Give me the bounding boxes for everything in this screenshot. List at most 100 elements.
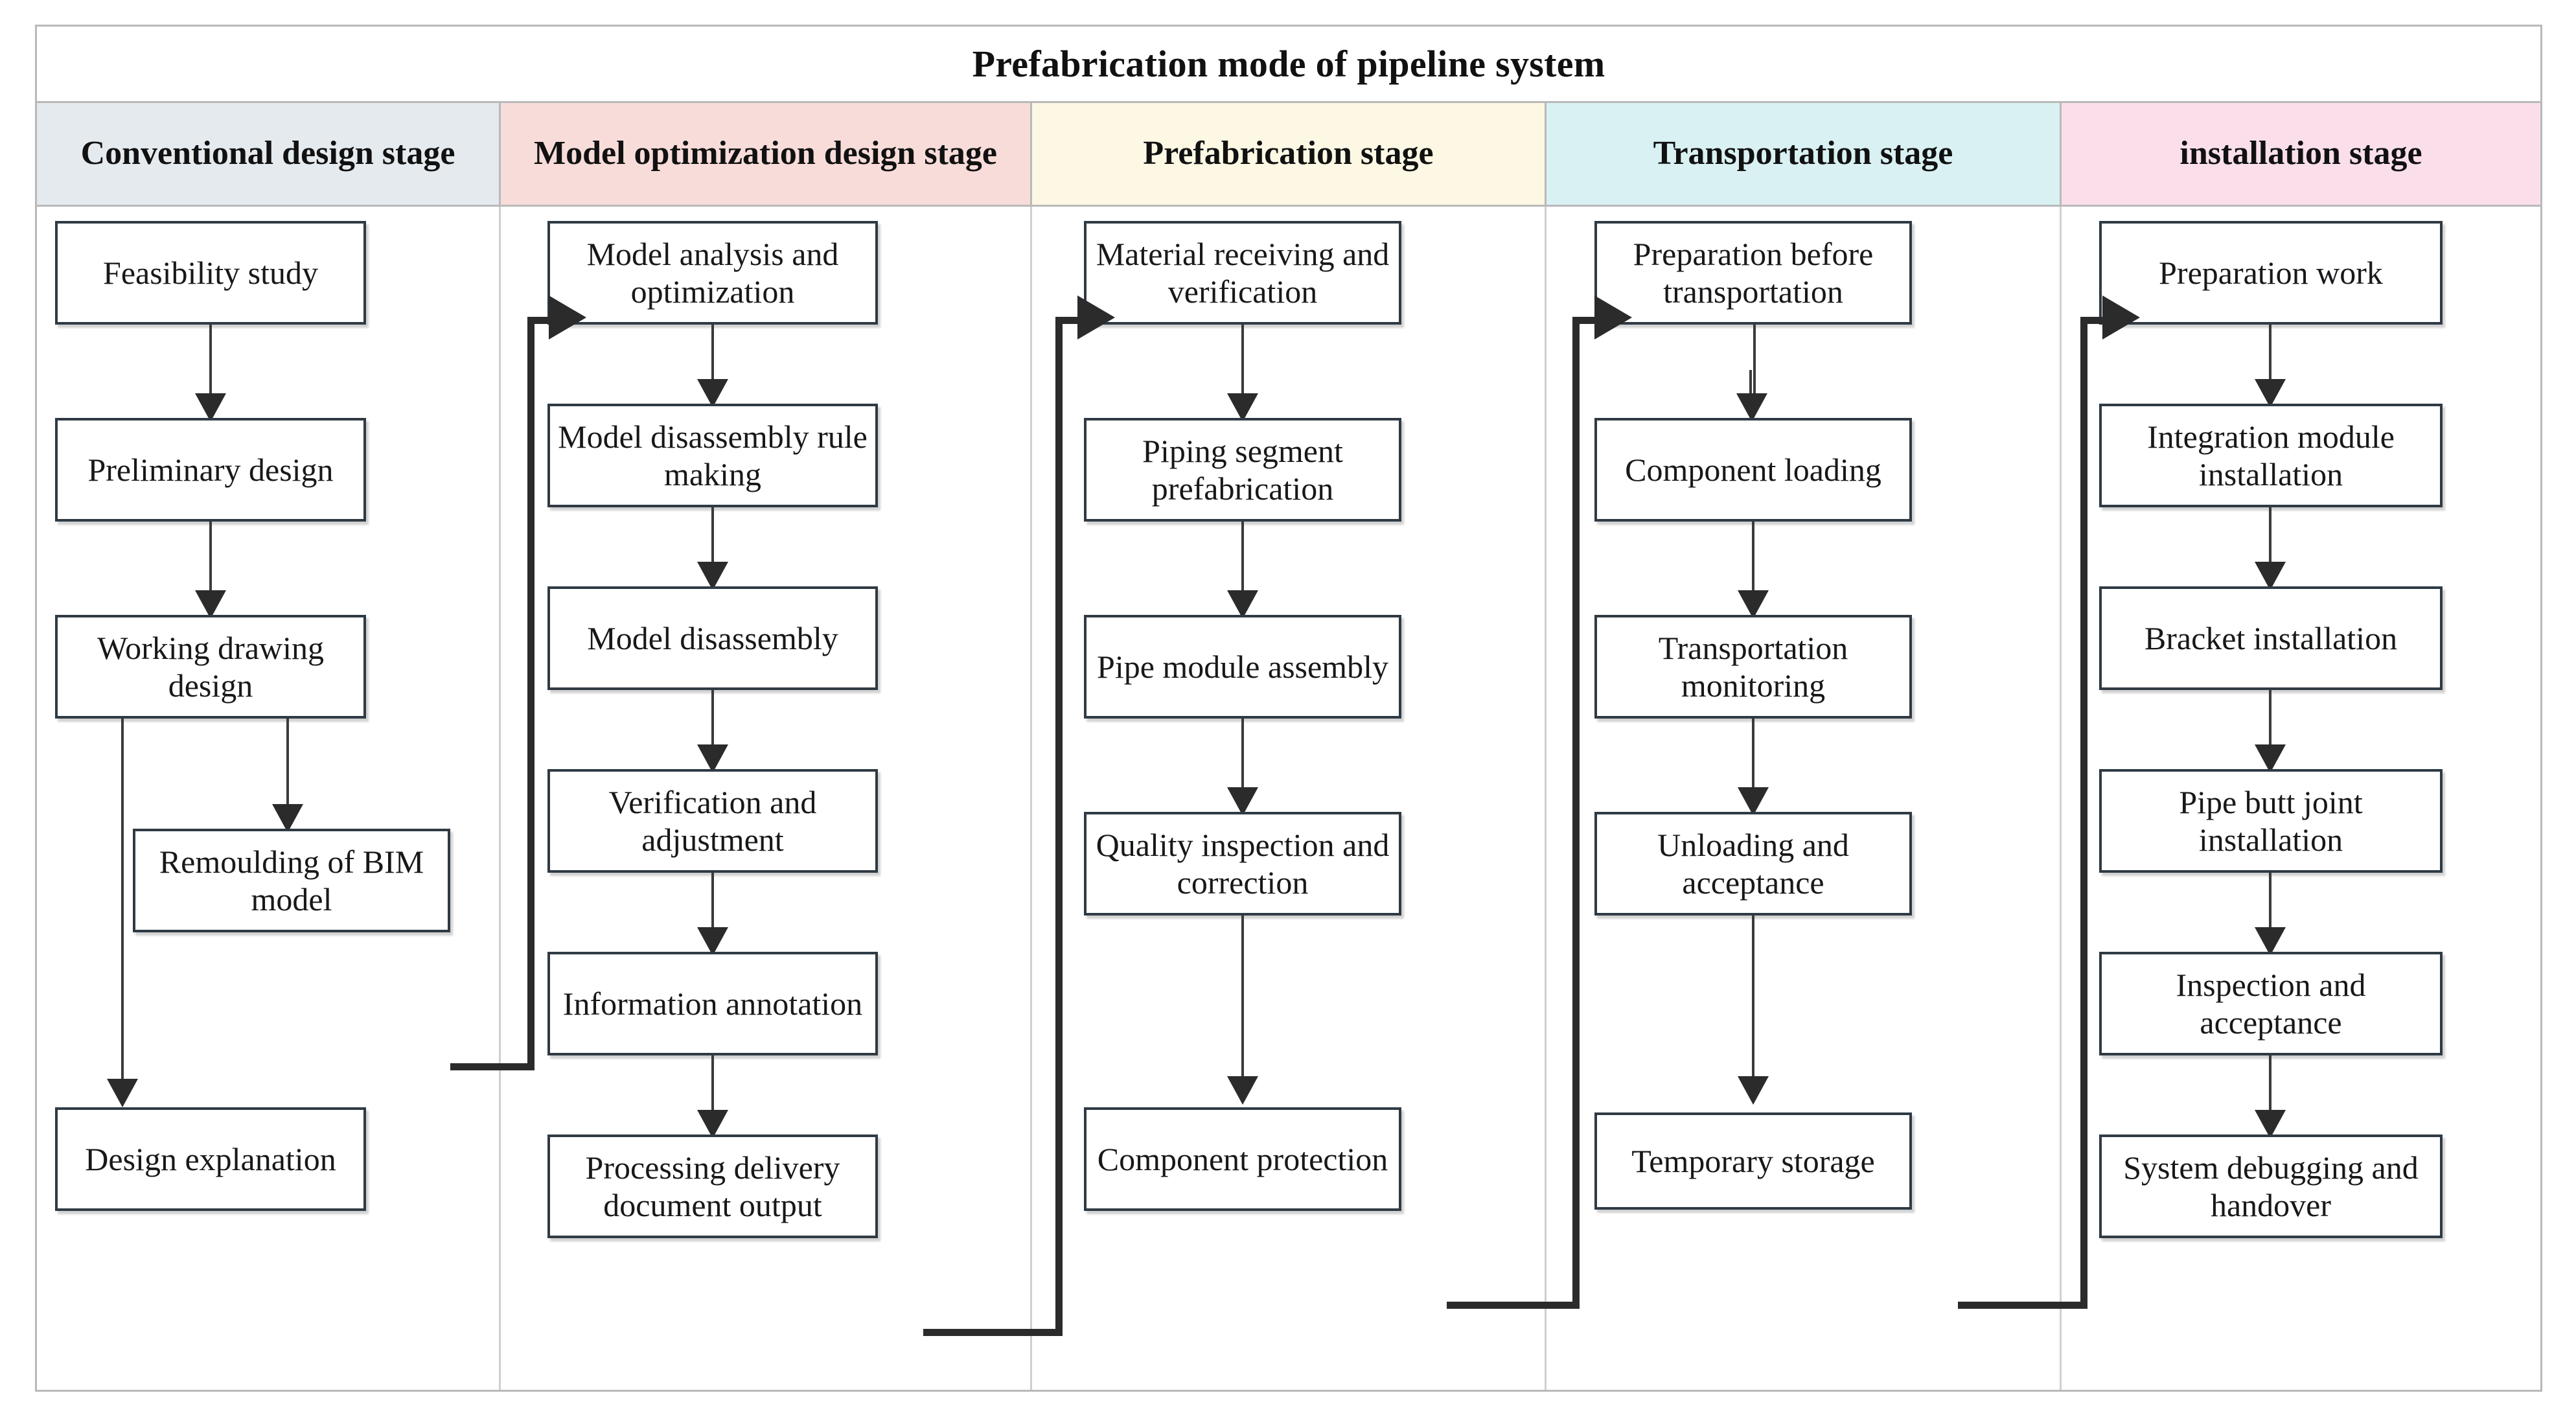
- node-preparation-before-transportation[interactable]: Preparation before transportation: [1594, 221, 1912, 325]
- node-label: Temporary storage: [1631, 1142, 1875, 1179]
- node-remoulding-of-bim-model[interactable]: Remoulding of BIM model: [133, 829, 450, 932]
- edge-line: [2269, 507, 2271, 572]
- edge-line: [711, 507, 714, 572]
- stage-header-label: Conventional design stage: [80, 135, 455, 172]
- node-label: System debugging and handover: [2123, 1149, 2419, 1224]
- node-unloading-and-acceptance[interactable]: Unloading and acceptance: [1594, 812, 1912, 916]
- node-quality-inspection-and-correction[interactable]: Quality inspection and correction: [1084, 812, 1401, 916]
- stage-header-label: Transportation stage: [1653, 135, 1953, 172]
- node-design-explanation[interactable]: Design explanation: [55, 1107, 366, 1211]
- edge-arrowhead: [697, 744, 728, 773]
- node-transportation-monitoring[interactable]: Transportation monitoring: [1594, 615, 1912, 719]
- node-label: Component protection: [1097, 1140, 1388, 1177]
- stage-header-model-optimization-design-stage: Model optimization design stage: [501, 103, 1032, 205]
- node-pipe-butt-joint-installation[interactable]: Pipe butt joint installation: [2099, 769, 2443, 873]
- cross-lane-edge-2-segment-v: [1055, 317, 1063, 1336]
- node-label: Component loading: [1625, 451, 1881, 488]
- node-label: Integration module installation: [2147, 418, 2395, 493]
- edge-arrowhead: [272, 804, 303, 833]
- node-preparation-work[interactable]: Preparation work: [2099, 221, 2443, 325]
- edge-line: [711, 873, 714, 938]
- edge-arrowhead: [107, 1079, 138, 1107]
- cross-lane-edge-1-arrowhead: [549, 295, 586, 340]
- cross-lane-edge-2-segment-h2: [1055, 317, 1094, 324]
- cross-lane-edge-3-segment-h: [1447, 1302, 1580, 1309]
- edge-line: [209, 325, 212, 404]
- node-processing-delivery-document-output[interactable]: Processing delivery document output: [547, 1135, 878, 1238]
- node-feasibility-study[interactable]: Feasibility study: [55, 221, 366, 325]
- node-label: Verification and adjustment: [608, 783, 817, 858]
- lane-transportation-stage: Preparation before transportation Compon…: [1547, 207, 2062, 1390]
- node-model-disassembly[interactable]: Model disassembly: [547, 586, 878, 690]
- node-label: Inspection and acceptance: [2176, 966, 2366, 1041]
- edge-line: [1753, 325, 1756, 396]
- node-label: Quality inspection and correction: [1096, 826, 1390, 901]
- cross-lane-edge-4-segment-v: [2080, 317, 2087, 1309]
- stage-header-prefabrication-stage: Prefabrication stage: [1032, 103, 1547, 205]
- stage-header-label: installation stage: [2179, 135, 2422, 172]
- stage-header-row: Conventional design stage Model optimiza…: [37, 103, 2540, 207]
- node-label: Unloading and acceptance: [1657, 826, 1849, 901]
- node-label: Preliminary design: [87, 451, 334, 488]
- node-label: Working drawing design: [97, 629, 325, 704]
- node-label: Pipe module assembly: [1097, 648, 1388, 685]
- node-system-debugging-and-handover[interactable]: System debugging and handover: [2099, 1135, 2443, 1238]
- node-inspection-and-acceptance[interactable]: Inspection and acceptance: [2099, 952, 2443, 1055]
- edge-arrowhead: [2255, 562, 2286, 590]
- node-label: Model analysis and optimization: [586, 235, 839, 310]
- node-preliminary-design[interactable]: Preliminary design: [55, 418, 366, 522]
- node-label: Remoulding of BIM model: [159, 843, 424, 918]
- node-label: Design explanation: [85, 1140, 336, 1177]
- node-bracket-installation[interactable]: Bracket installation: [2099, 586, 2443, 690]
- node-material-receiving-and-verification[interactable]: Material receiving and verification: [1084, 221, 1401, 325]
- edge-arrowhead: [1738, 590, 1769, 619]
- node-component-protection[interactable]: Component protection: [1084, 1107, 1401, 1211]
- edge-line: [1241, 522, 1244, 601]
- cross-lane-edge-4-segment-h: [1958, 1302, 2087, 1309]
- stage-header-transportation-stage: Transportation stage: [1547, 103, 2062, 205]
- cross-lane-edge-3-segment-v: [1572, 317, 1580, 1309]
- node-working-drawing-design[interactable]: Working drawing design: [55, 615, 366, 719]
- node-component-loading[interactable]: Component loading: [1594, 418, 1912, 522]
- node-label: Material receiving and verification: [1096, 235, 1390, 310]
- edge-arrowhead: [697, 927, 728, 956]
- edge-line: [711, 325, 714, 389]
- node-verification-and-adjustment[interactable]: Verification and adjustment: [547, 769, 878, 873]
- edge-arrowhead: [697, 379, 728, 408]
- edge-line: [1241, 916, 1244, 1087]
- stage-header-conventional-design-stage: Conventional design stage: [37, 103, 501, 205]
- edge-line: [1752, 719, 1754, 798]
- edge-line: [711, 1055, 714, 1120]
- cross-lane-edge-3-segment-h2: [1572, 317, 1611, 324]
- edge-line: [121, 719, 124, 1089]
- edge-arrowhead: [2255, 744, 2286, 773]
- edge-line: [1241, 325, 1244, 404]
- node-label: Bracket installation: [2144, 619, 2398, 656]
- node-temporary-storage[interactable]: Temporary storage: [1594, 1112, 1912, 1210]
- stage-header-label: Prefabrication stage: [1143, 135, 1434, 172]
- lane-installation-stage: Preparation work Integration module inst…: [2062, 207, 2540, 1390]
- lane-model-optimization-design-stage: Model analysis and optimization Model di…: [501, 207, 1032, 1390]
- node-label: Preparation before transportation: [1633, 235, 1874, 310]
- edge-arrowhead: [697, 1110, 728, 1138]
- stage-body-row: Feasibility study Preliminary design Wor…: [37, 207, 2540, 1390]
- edge-arrowhead: [2255, 927, 2286, 956]
- edge-line: [1241, 719, 1244, 798]
- edge-line: [1752, 916, 1754, 1087]
- cross-lane-edge-4-segment-h2: [2080, 317, 2119, 324]
- cross-lane-edge-4-arrowhead: [2102, 295, 2140, 340]
- node-pipe-module-assembly[interactable]: Pipe module assembly: [1084, 615, 1401, 719]
- node-integration-module-installation[interactable]: Integration module installation: [2099, 404, 2443, 507]
- cross-lane-edge-1-segment-v: [527, 317, 535, 1070]
- diagram-title-band: Prefabrication mode of pipeline system: [37, 27, 2540, 103]
- edge-line: [1749, 370, 1752, 415]
- node-label: Preparation work: [2159, 254, 2383, 291]
- node-model-disassembly-rule-making[interactable]: Model disassembly rule making: [547, 404, 878, 507]
- lane-conventional-design-stage: Feasibility study Preliminary design Wor…: [37, 207, 501, 1390]
- node-piping-segment-prefabrication[interactable]: Piping segment prefabrication: [1084, 418, 1401, 522]
- node-information-annotation[interactable]: Information annotation: [547, 952, 878, 1055]
- edge-arrowhead: [1227, 590, 1258, 619]
- edge-line: [2269, 1055, 2271, 1120]
- lane-prefabrication-stage: Material receiving and verification Pipi…: [1032, 207, 1547, 1390]
- node-model-analysis-and-optimization[interactable]: Model analysis and optimization: [547, 221, 878, 325]
